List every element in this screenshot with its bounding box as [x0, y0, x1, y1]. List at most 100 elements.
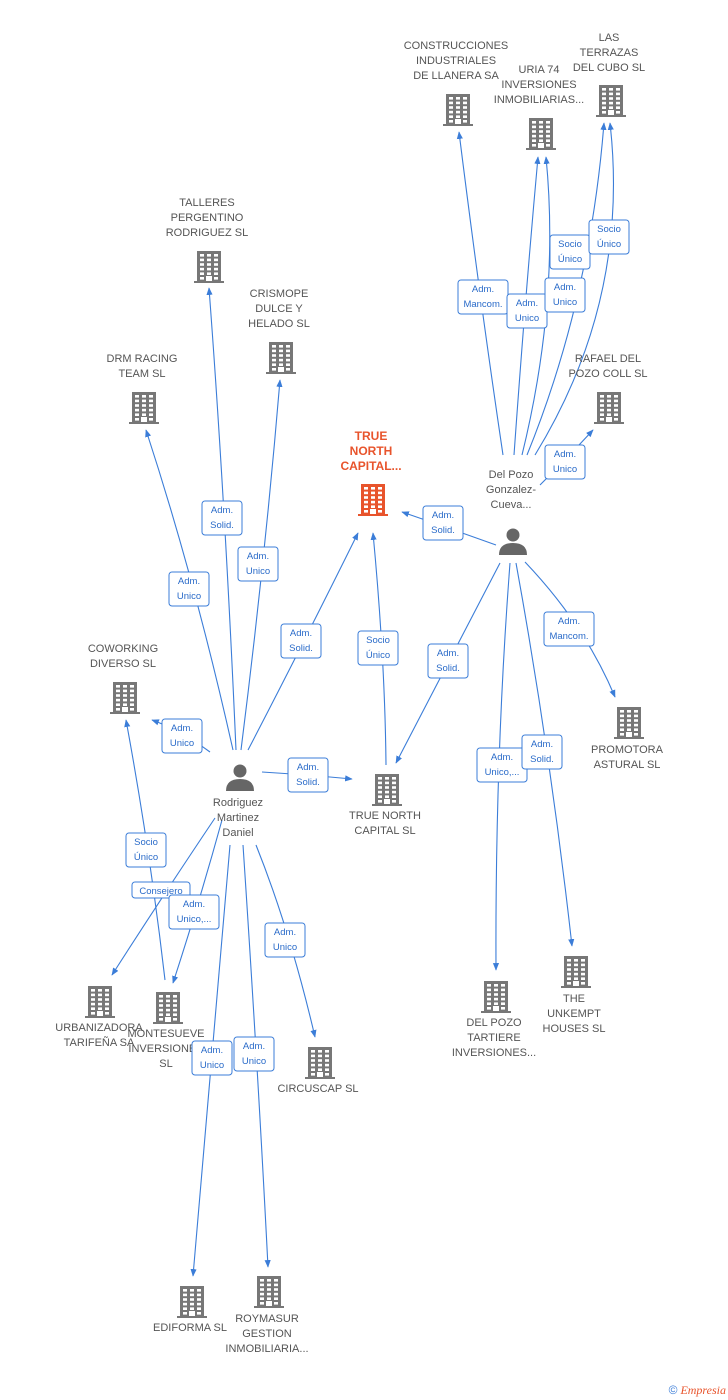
building-icon: [254, 1276, 284, 1308]
edge-label-text: Adm.: [437, 648, 459, 659]
building-window: [546, 130, 550, 133]
person-body: [499, 543, 527, 555]
node-label: RAFAEL DEL: [575, 353, 641, 365]
building-window: [116, 698, 120, 702]
building-window: [98, 989, 102, 992]
edge-label-rodriguez-to-crismope[interactable]: Adm.Unico: [237, 546, 279, 582]
edge-label-rodriguez-to-trueNorthMain[interactable]: Adm.Solid.: [280, 623, 322, 659]
building-window: [279, 363, 283, 366]
edge-label-rodriguez-to-montesueve[interactable]: Adm.Unico,...: [168, 894, 220, 930]
edge-delPozo-to-terrazas: [534, 122, 614, 456]
node-delPozoTartiere[interactable]: DEL POZOTARTIEREINVERSIONES...: [452, 981, 536, 1059]
building-window: [371, 496, 375, 499]
node-delPozo[interactable]: Del PozoGonzalez-Cueva...: [486, 469, 536, 555]
building-window: [364, 505, 368, 508]
building-window: [190, 1289, 194, 1292]
building-window: [260, 1297, 264, 1300]
node-uria[interactable]: URIA 74INVERSIONESINMOBILIARIAS...: [494, 64, 584, 150]
building-window: [214, 263, 218, 266]
edge-label-delPozo-to-construcciones[interactable]: Adm.Mancom.: [457, 279, 509, 315]
building-window: [634, 714, 638, 718]
edge-label-rodriguez-to-urbanizadora[interactable]: Consejero: [131, 881, 191, 899]
edge-label-rodriguez-to-roymasur[interactable]: Adm.Unico: [233, 1036, 275, 1072]
edge-label-rodriguez-to-circuscap[interactable]: Adm.Unico: [264, 922, 306, 958]
building-window: [135, 408, 139, 412]
building-window: [581, 977, 585, 980]
node-ediforma[interactable]: EDIFORMA SL: [153, 1286, 227, 1334]
building-window: [487, 997, 491, 1001]
edge-label-rodriguez-to-ediforma[interactable]: Adm.Unico: [191, 1040, 233, 1076]
building-window: [602, 111, 606, 114]
node-label: Cueva...: [491, 499, 532, 511]
building-window: [190, 1302, 194, 1306]
building-window: [123, 689, 127, 693]
building-window: [267, 1288, 271, 1291]
edge-label-rodriguez-to-talleres[interactable]: Adm.Solid.: [201, 500, 243, 536]
building-window: [214, 254, 218, 257]
edge-label-rodriguez-to-trueNorthSL[interactable]: Adm.Solid.: [287, 757, 329, 793]
building-window: [130, 708, 134, 711]
edge-labels-layer: Adm.Mancom.Adm.UnicoAdm.UnicoSocioÚnicoS…: [125, 219, 630, 1076]
building-window: [159, 995, 163, 998]
edge-label-delPozo-to-trueNorthSL[interactable]: Adm.Solid.: [427, 643, 469, 679]
building-icon: [594, 392, 624, 424]
edge-label-delPozo-to-promotora[interactable]: Adm.Mancom.: [543, 611, 595, 647]
building-window: [91, 993, 95, 997]
edge-label-text: Solid.: [210, 520, 234, 531]
edge-label-text: Adm.: [554, 282, 576, 293]
node-circuscap[interactable]: CIRCUSCAP SL: [277, 1047, 359, 1095]
building-door: [141, 417, 147, 422]
node-label: THE: [563, 993, 585, 1005]
edge-label-delPozo-to-unkempt[interactable]: Adm.Solid.: [521, 734, 563, 770]
building-window: [614, 413, 618, 416]
building-window: [449, 106, 453, 109]
building-window: [627, 723, 631, 727]
building-window: [200, 277, 204, 280]
building-icon: [372, 774, 402, 806]
edge-label-rodriguez-to-coworking[interactable]: Adm.Unico: [161, 718, 203, 754]
building-window: [98, 993, 102, 997]
node-label: COWORKING: [88, 643, 158, 655]
building-window: [532, 121, 536, 124]
edge-label-rodriguez-to-drm[interactable]: Adm.Unico: [168, 571, 210, 607]
building-window: [200, 267, 204, 271]
building-window: [105, 989, 109, 992]
edge-label-delPozo-to-uria[interactable]: Adm.Unico: [544, 277, 586, 313]
building-door: [573, 981, 579, 986]
node-label: INMOBILIARIA...: [225, 1343, 308, 1355]
building-window: [267, 1279, 271, 1282]
edge-label-delPozo-to-delPozoTartiere[interactable]: Adm.Unico,...: [476, 747, 528, 783]
building-window: [539, 125, 543, 129]
node-trueNorthMain[interactable]: TRUENORTHCAPITAL...: [340, 429, 402, 516]
edge-label-text: Adm.: [243, 1041, 265, 1052]
edge-label-delPozo-to-trueNorthMain[interactable]: Adm.Solid.: [422, 505, 464, 541]
edge-label-delPozo-to-rafael[interactable]: Adm.Unico: [544, 444, 586, 480]
building-window: [135, 413, 139, 416]
edge-label-delPozo-to-uria[interactable]: Adm.Unico: [506, 293, 548, 329]
building-window: [378, 795, 382, 798]
edge-label-box: [264, 922, 306, 958]
building-window: [91, 1012, 95, 1015]
building-window: [392, 800, 396, 803]
building-icon: [358, 484, 388, 516]
building-window: [149, 418, 153, 421]
node-roymasur[interactable]: ROYMASURGESTIONINMOBILIARIA...: [225, 1276, 309, 1355]
